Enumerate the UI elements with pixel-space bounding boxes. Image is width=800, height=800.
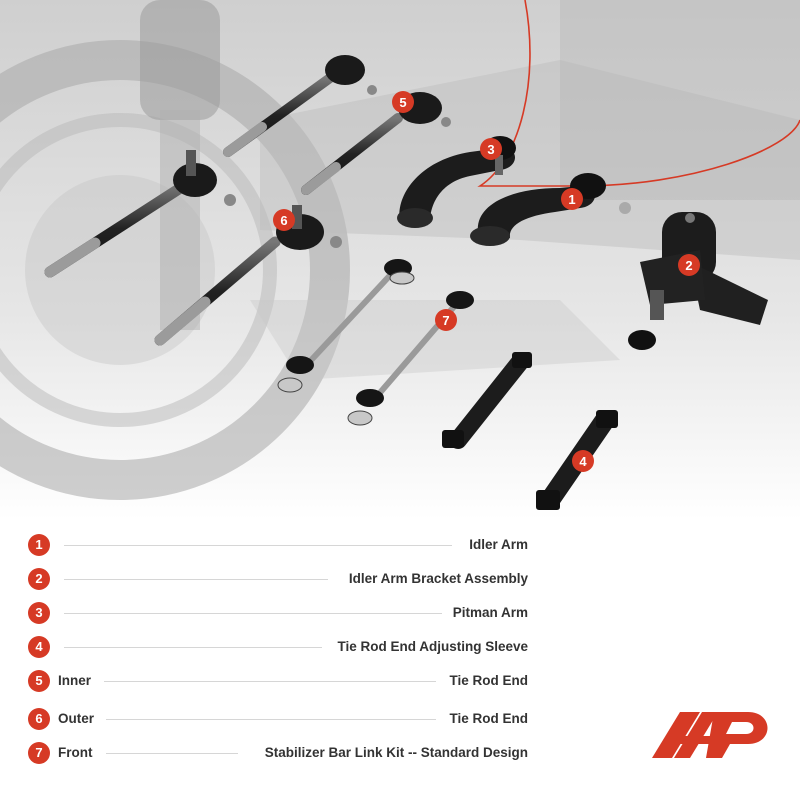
callout-badge-7: 7 [435,309,457,331]
idler-arm-bracket-image [628,212,768,350]
outer-tie-rod-end-image [44,150,342,346]
legend-divider [64,647,322,648]
svg-text:5: 5 [399,95,406,110]
legend-label: Idler Arm Bracket Assembly [348,571,528,586]
legend-number-badge: 4 [28,636,50,658]
legend-row-7: 7 Front Stabilizer Bar Link Kit -- Stand… [28,742,528,766]
svg-text:6: 6 [280,213,287,228]
callout-badge-1: 1 [561,188,583,210]
callout-badge-2: 2 [678,254,700,276]
legend-label: Idler Arm [469,537,528,552]
legend-divider [106,719,436,720]
legend-label: Tie Rod End [449,673,528,688]
product-scene: 1 2 3 4 5 6 7 [0,0,800,520]
legend-divider [64,545,452,546]
legend-row-1: 1 Idler Arm [28,534,528,558]
legend-divider [64,579,328,580]
legend-row-6: 6 Outer Tie Rod End [28,708,528,732]
legend-prefix: Outer [58,711,95,726]
legend-number-badge: 2 [28,568,50,590]
legend-prefix: Front [58,745,93,760]
legend-divider [64,613,442,614]
legend-number-badge: 6 [28,708,50,730]
callout-badge-5: 5 [392,91,414,113]
legend-number-badge: 3 [28,602,50,624]
legend-prefix: Inner [58,673,92,688]
svg-text:3: 3 [487,142,494,157]
callout-badge-6: 6 [273,209,295,231]
svg-text:1: 1 [568,192,575,207]
legend-label: Pitman Arm [452,605,528,620]
legend-row-3: 3 Pitman Arm [28,602,528,626]
svg-text:2: 2 [685,258,692,273]
legend-label: Tie Rod End Adjusting Sleeve [337,639,528,654]
svg-text:4: 4 [579,454,587,469]
legend-row-4: 4 Tie Rod End Adjusting Sleeve [28,636,528,660]
svg-text:7: 7 [442,313,449,328]
callout-badge-4: 4 [572,450,594,472]
legend-label: Stabilizer Bar Link Kit -- Standard Desi… [264,745,528,760]
legend-divider [106,753,238,754]
legend-row-2: 2 Idler Arm Bracket Assembly [28,568,528,592]
callout-badge-3: 3 [480,138,502,160]
legend-number-badge: 1 [28,534,50,556]
legend-number-badge: 7 [28,742,50,764]
legend-number-badge: 5 [28,670,50,692]
parts-legend: 1 Idler Arm 2 Idler Arm Bracket Assembly… [0,528,800,800]
legend-label: Tie Rod End [449,711,528,726]
brand-logo-icon [652,712,768,758]
legend-divider [104,681,436,682]
legend-row-5: 5 Inner Tie Rod End [28,670,528,694]
